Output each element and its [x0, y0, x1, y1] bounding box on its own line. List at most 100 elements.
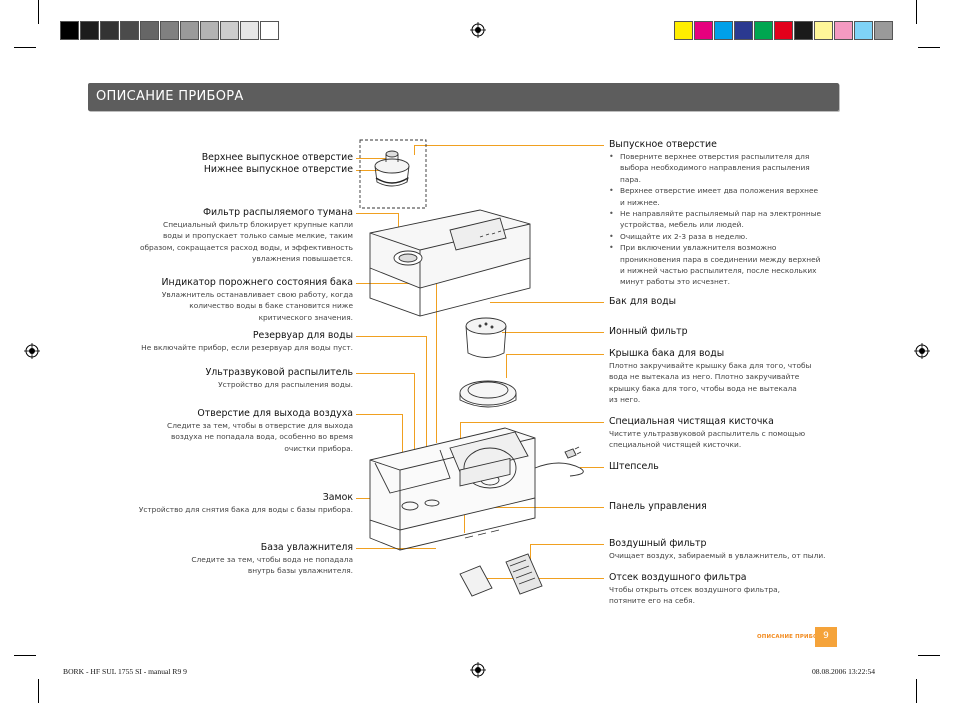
- label-desc-line: Специальный фильтр блокирует крупные кап…: [163, 220, 353, 229]
- color-swatch: [60, 21, 79, 40]
- bullet-line: При включении увлажнителя возможно: [620, 243, 777, 253]
- bullet-line: Очищайте их 2-3 раза в неделю.: [620, 231, 748, 241]
- humidifier-illustration: [359, 139, 584, 597]
- color-swatch: [754, 21, 773, 40]
- bullet-line: Поверните верхнее отверстия распылителя …: [620, 152, 810, 161]
- label-desc-line: Не включайте прибор, если резервуар для …: [141, 343, 353, 352]
- base-drawing: [369, 427, 584, 551]
- color-swatch: [874, 21, 893, 40]
- label-desc-line: Чистите ультразвуковой распылитель с пом…: [609, 429, 806, 438]
- color-swatch: [80, 21, 99, 40]
- label-title: Верхнее выпускное отверстие: [201, 152, 353, 163]
- label-desc-line: крышку бака для того, чтобы вода не выте…: [609, 383, 797, 393]
- color-swatch: [734, 21, 753, 40]
- label-desc-line: количество воды в баке становится ниже: [189, 301, 353, 311]
- color-swatch: [160, 21, 179, 40]
- registration-mark-icon: [470, 662, 486, 678]
- label-desc-line: Устройство для снятия бака для воды с ба…: [138, 505, 353, 514]
- color-swatch: [834, 21, 853, 40]
- label-water-tank: Бак для воды: [609, 296, 676, 308]
- registration-mark-icon: [24, 343, 40, 359]
- color-swatch: [794, 21, 813, 40]
- color-swatch: [180, 21, 199, 40]
- label-desc-line: вода не вытекала из него. Плотно закручи…: [609, 372, 800, 382]
- page-title: ОПИСАНИЕ ПРИБОРА: [96, 89, 244, 104]
- bullet-item: Очищайте их 2-3 раза в неделю.: [609, 231, 821, 243]
- bullet-line: Не направляйте распыляемый пар на электр…: [620, 209, 822, 219]
- label-desc-line: Очищает воздух, забираемый в увлажнитель…: [609, 551, 826, 560]
- label-desc-line: Чтобы открыть отсек воздушного фильтра,: [609, 585, 780, 594]
- label-title: Ультразвуковой распылитель: [205, 367, 353, 378]
- label-plug: Штепсель: [609, 461, 659, 473]
- label-cleaning-brush: Специальная чистящая кисточка Чистите ул…: [609, 416, 805, 451]
- label-air-filter-compartment: Отсек воздушного фильтра Чтобы открыть о…: [609, 572, 780, 607]
- color-swatch: [714, 21, 733, 40]
- label-title: Замок: [322, 492, 353, 503]
- label-desc-line: Увлажнитель останавливает свою работу, к…: [161, 290, 353, 299]
- label-title: Фильтр распыляемого тумана: [202, 207, 353, 218]
- label-title: Выпускное отверстие: [609, 139, 717, 150]
- footer-section-label: ОПИСАНИЕ ПРИБОРА: [757, 634, 827, 640]
- print-slug-left: BORK - HF SUL 1755 SI - manual R9 9: [63, 667, 187, 676]
- label-water-reservoir: Резервуар для воды Не включайте прибор, …: [141, 330, 353, 353]
- label-title: Бак для воды: [609, 296, 677, 307]
- color-swatch: [774, 21, 793, 40]
- bullet-item: Поверните верхнее отверстия распылителя …: [609, 151, 821, 185]
- label-desc-line: из него.: [609, 395, 641, 405]
- registration-mark-icon: [914, 343, 930, 359]
- color-swatch: [220, 21, 239, 40]
- label-desc-line: Следите за тем, чтобы в отверстие для вы…: [167, 421, 353, 430]
- bullet-line: и нижней частью распылителя, после неско…: [620, 266, 817, 276]
- label-ultrasonic-atomizer: Ультразвуковой распылитель Устройство дл…: [206, 367, 353, 390]
- label-title: Отверстие для выхода воздуха: [197, 408, 353, 419]
- label-title: Резервуар для воды: [252, 330, 353, 341]
- label-mist-filter: Фильтр распыляемого тумана Специальный ф…: [140, 207, 353, 265]
- label-title: База увлажнителя: [260, 542, 353, 553]
- label-desc-line: увлажнения повышается.: [252, 254, 353, 264]
- color-swatch: [240, 21, 259, 40]
- bullet-line: пара.: [620, 174, 641, 184]
- bullet-line: проникновения пара в соединении между ве…: [620, 254, 821, 264]
- label-desc-line: очистки прибора.: [284, 443, 353, 453]
- label-desc-line: воды и пропускает только самые мелкие, т…: [162, 231, 353, 241]
- bullet-line: минут работы это исчезнет.: [620, 277, 731, 287]
- label-title: Панель управления: [609, 501, 707, 512]
- label-title: Штепсель: [609, 461, 659, 472]
- bullet-item: При включении увлажнителя возможно прони…: [609, 242, 821, 288]
- label-desc-line: образом, сокращается расход воды, и эффе…: [139, 242, 353, 252]
- tank-cap-drawing: [459, 380, 517, 408]
- label-outlet: Выпускное отверстие Поверните верхнее от…: [609, 139, 821, 288]
- label-title: Крышка бака для воды: [609, 348, 725, 359]
- page-number: 9: [815, 627, 837, 647]
- color-swatch: [260, 21, 279, 40]
- label-lower-outlet: Нижнее выпускное отверстие: [204, 164, 353, 176]
- bullet-line: устройства, мебель или людей.: [620, 220, 744, 230]
- registration-mark-icon: [470, 22, 486, 38]
- label-desc-line: Следите за тем, чтобы вода не попадала: [191, 555, 353, 564]
- color-swatch: [854, 21, 873, 40]
- label-desc-line: Устройство для распыления воды.: [218, 380, 353, 389]
- air-filter-drawing: [459, 553, 543, 597]
- nozzle-icon: [374, 150, 410, 187]
- label-base: База увлажнителя Следите за тем, чтобы в…: [191, 542, 353, 577]
- label-title: Индикатор порожнего состояния бака: [161, 277, 353, 288]
- label-ion-filter: Ионный фильтр: [609, 326, 688, 338]
- color-swatch: [140, 21, 159, 40]
- bullet-line: выбора необходимого направления распылен…: [620, 163, 810, 173]
- bullet-line: Верхнее отверстие имеет два положения ве…: [620, 186, 819, 196]
- color-swatch: [814, 21, 833, 40]
- label-title: Воздушный фильтр: [609, 538, 707, 549]
- label-air-filter: Воздушный фильтр Очищает воздух, забирае…: [609, 538, 826, 561]
- color-swatch: [674, 21, 693, 40]
- water-tank-drawing: [369, 209, 531, 317]
- label-desc-line: критического значения.: [258, 312, 353, 322]
- label-control-panel: Панель управления: [609, 501, 707, 513]
- label-empty-indicator: Индикатор порожнего состояния бака Увлаж…: [162, 277, 353, 323]
- ion-filter-drawing: [465, 317, 507, 358]
- color-swatch: [120, 21, 139, 40]
- label-upper-outlet: Верхнее выпускное отверстие: [202, 152, 353, 164]
- label-title: Отсек воздушного фильтра: [609, 572, 747, 583]
- label-desc-line: воздуха не попадала вода, особенно во вр…: [170, 432, 353, 442]
- bullet-item: Не направляйте распыляемый пар на электр…: [609, 208, 821, 231]
- label-desc-line: специальной чистящей кисточки.: [609, 440, 742, 450]
